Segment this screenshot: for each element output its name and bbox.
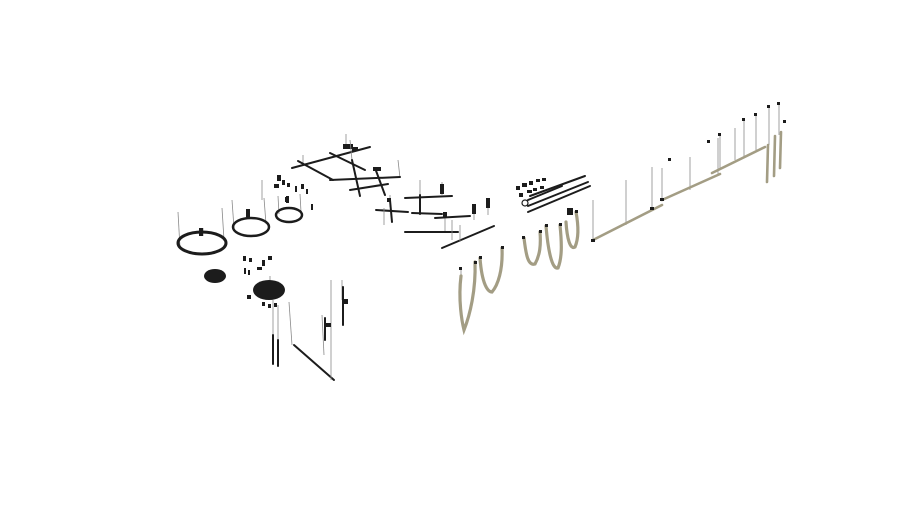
rope-pendant-group-2 — [522, 208, 580, 270]
disc-large — [253, 276, 285, 300]
track-bar-group — [516, 175, 591, 213]
linear-grid-pendant-4 — [404, 180, 453, 215]
suspended-linear-rope-1 — [591, 167, 664, 242]
loose-parts-left — [243, 256, 277, 308]
linear-grid-pendant-3 — [375, 195, 409, 225]
vertical-rope-pendants — [765, 102, 786, 184]
linear-grid-pendant-1 — [291, 134, 371, 181]
linear-bar-pendant — [441, 198, 495, 249]
disc-pendant-group — [204, 269, 285, 300]
suspended-linear-rope-3 — [710, 113, 767, 175]
ring-pendant-small — [274, 193, 304, 224]
rope-pendant-group-1 — [458, 246, 504, 336]
linear-grid-pendant-2 — [329, 139, 401, 197]
rod-pendant-group — [272, 280, 348, 381]
linear-grid-pendant-5 — [404, 212, 471, 240]
ring-pendant-large — [176, 207, 228, 256]
ring-pendant-group — [176, 193, 304, 256]
suspended-linear-rope-2 — [660, 138, 722, 202]
disc-small — [204, 269, 226, 283]
ring-pendant-medium — [231, 197, 271, 238]
loose-parts-upper — [261, 175, 313, 210]
